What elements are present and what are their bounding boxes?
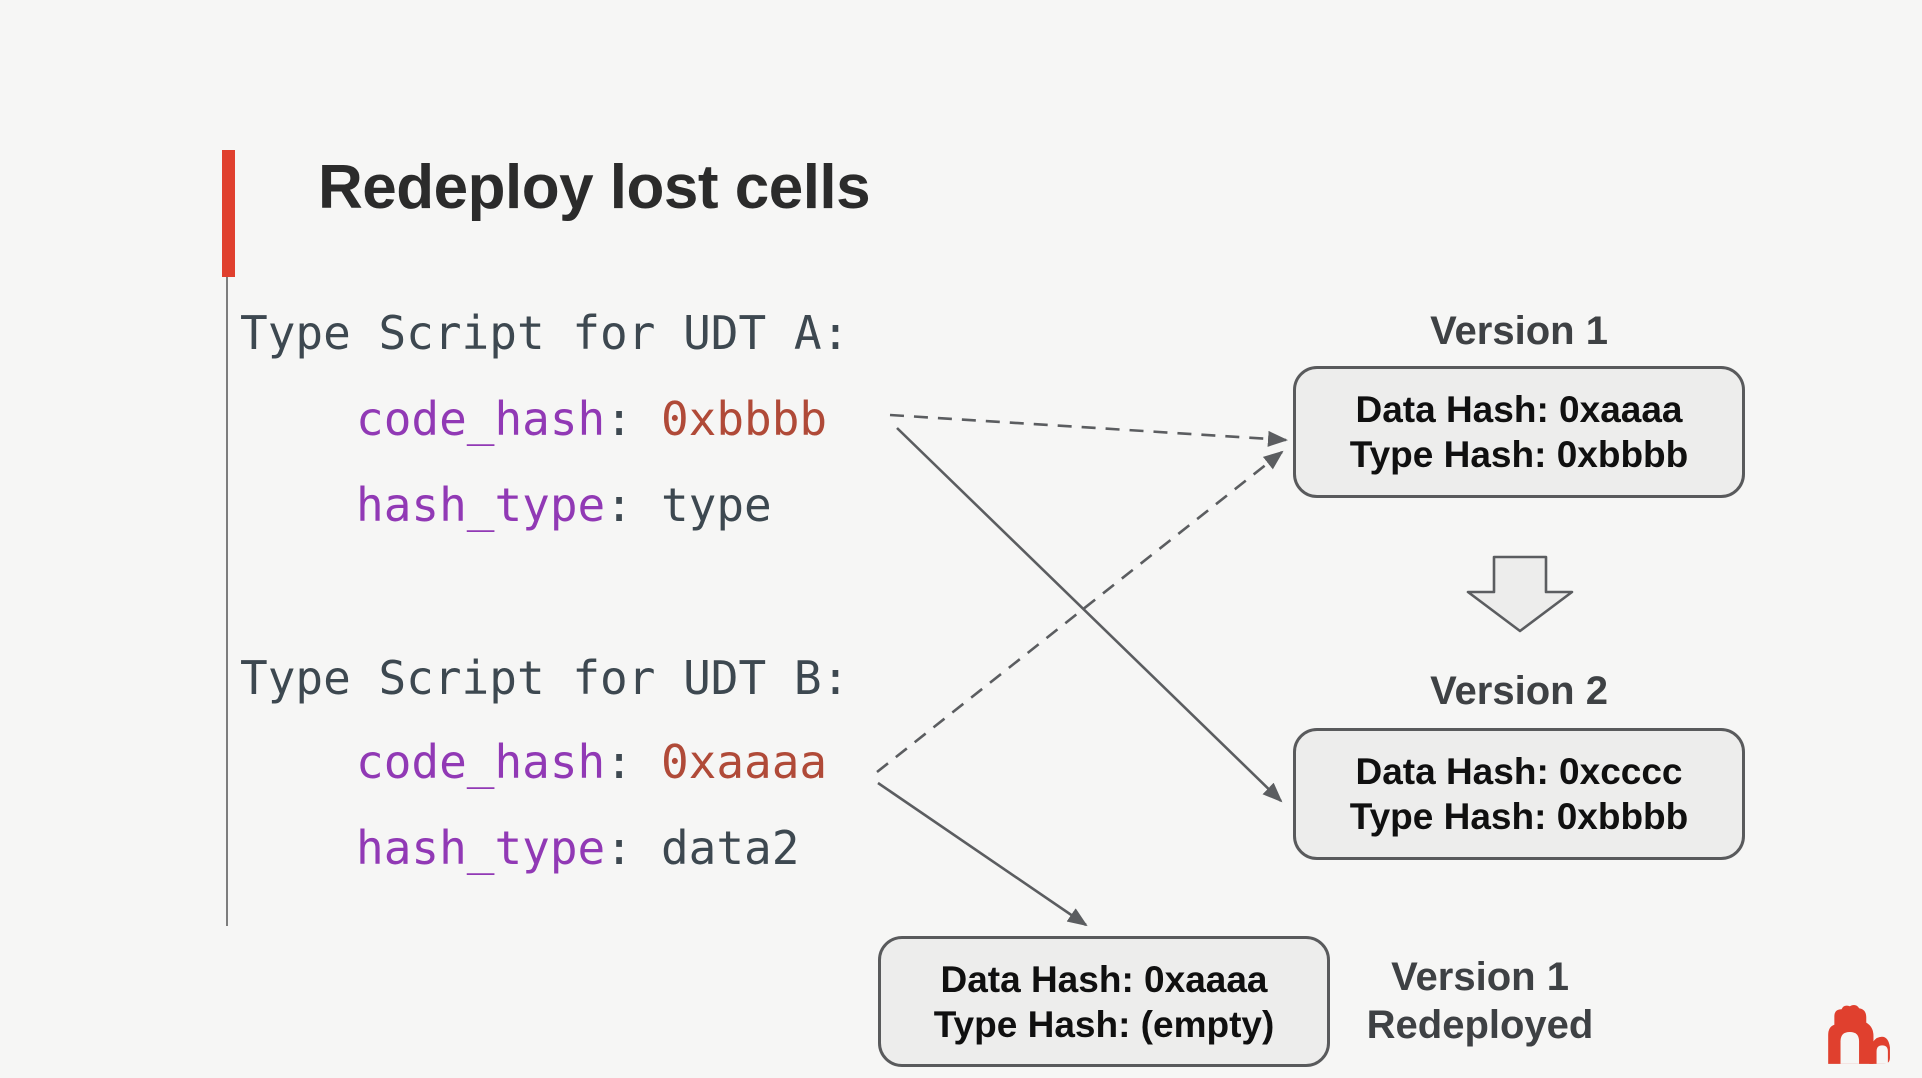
code-a-codehash-key: code_hash — [356, 392, 606, 446]
redeployed-box-line2: Type Hash: (empty) — [933, 1003, 1275, 1045]
redeployed-label-line1: Version 1 — [1391, 955, 1569, 999]
code-a-hashtype-line: hash_type: type — [356, 478, 772, 532]
version2-label: Version 2 — [1430, 669, 1608, 713]
code-a-hashtype-colon: : — [605, 478, 633, 532]
code-b-hashtype-key: hash_type — [356, 821, 606, 875]
code-a-header: Type Script for UDT A: — [240, 306, 850, 360]
title-accent-bar — [222, 150, 235, 277]
redeployed-box: Data Hash: 0xaaaa Type Hash: (empty) — [878, 936, 1330, 1067]
code-a-codehash-value: 0xbbbb — [660, 392, 828, 446]
code-a-hashtype-key: hash_type — [356, 478, 606, 532]
version2-box: Data Hash: 0xcccc Type Hash: 0xbbbb — [1293, 728, 1745, 860]
code-b-header: Type Script for UDT B: — [240, 651, 850, 705]
version1-box-line2: Type Hash: 0xbbbb — [1349, 434, 1689, 475]
redeployed-label: Version 1 Redeployed — [1330, 953, 1630, 1049]
arrow-udta-codehash-to-version2 — [896, 427, 1283, 803]
page-title: Redeploy lost cells — [318, 153, 871, 222]
arrow-udtb-codehash-to-redeployed — [877, 781, 1088, 927]
version1-box: Data Hash: 0xaaaa Type Hash: 0xbbbb — [1293, 366, 1745, 498]
version2-box-line2: Type Hash: 0xbbbb — [1349, 796, 1689, 837]
redeployed-label-line2: Redeployed — [1366, 1003, 1594, 1047]
version1-label: Version 1 — [1430, 309, 1608, 353]
code-b-codehash-key: code_hash — [356, 735, 606, 789]
code-b-hashtype-line: hash_type: data2 — [356, 821, 799, 875]
code-a-codehash-line: code_hash:0xbbbb — [356, 392, 827, 446]
gorilla-logo-icon — [1828, 1005, 1890, 1064]
code-a-hashtype-value: type — [660, 478, 772, 532]
code-b-hashtype-colon: : — [605, 821, 633, 875]
left-rule-line — [226, 277, 228, 926]
version1-box-line1: Data Hash: 0xaaaa — [1355, 389, 1683, 430]
code-b-codehash-colon: : — [605, 735, 633, 789]
down-block-arrow-icon — [1466, 555, 1574, 633]
version2-box-line1: Data Hash: 0xcccc — [1355, 751, 1683, 792]
arrow-udta-codehash-to-version1 — [889, 413, 1288, 447]
code-b-hashtype-value: data2 — [660, 821, 800, 875]
code-a-codehash-colon: : — [605, 392, 633, 446]
redeployed-box-line1: Data Hash: 0xaaaa — [940, 958, 1268, 1000]
code-b-codehash-line: code_hash:0xaaaa — [356, 735, 827, 789]
code-b-codehash-value: 0xaaaa — [660, 735, 828, 789]
arrow-udtb-codehash-to-version1 — [876, 450, 1284, 774]
